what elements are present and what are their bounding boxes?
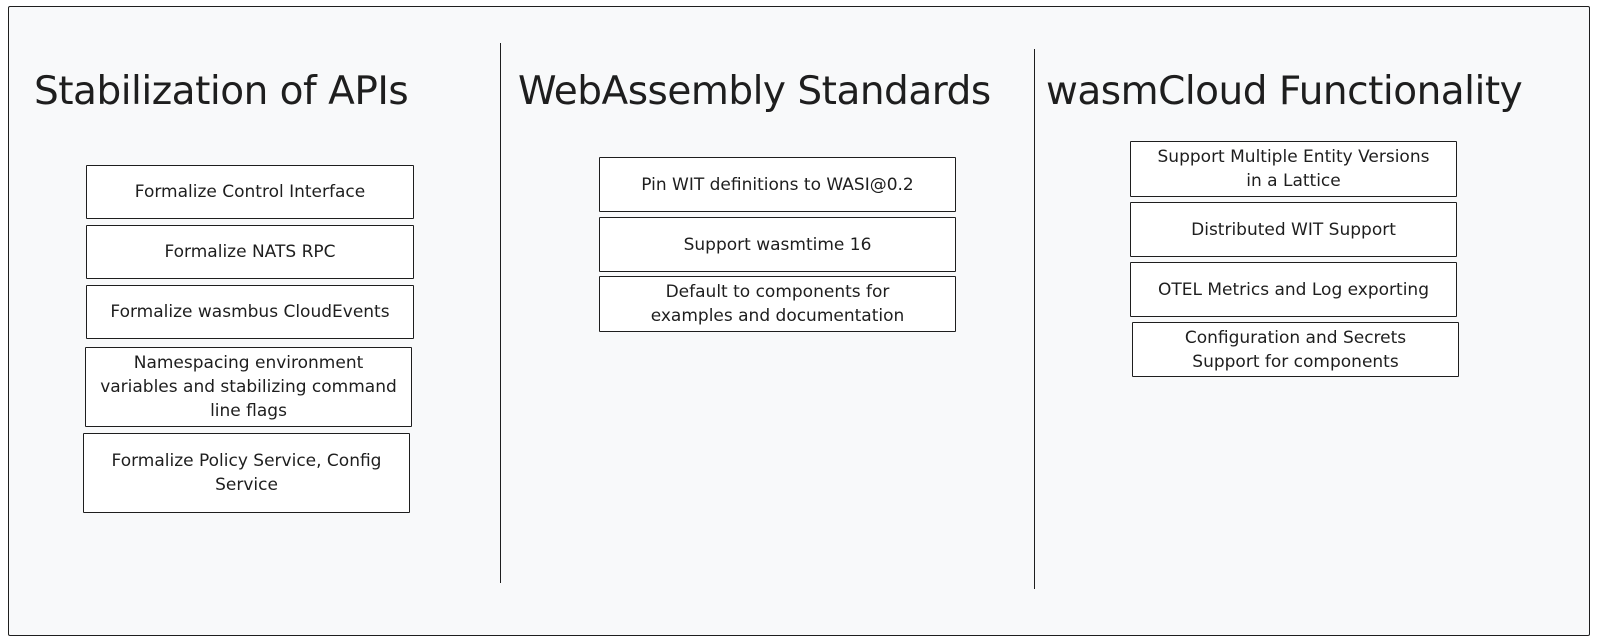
card-pin-wit-definitions[interactable]: Pin WIT definitions to WASI@0.2 [599,157,956,212]
card-label: Formalize Control Interface [134,182,366,202]
card-namespacing-environment-variables[interactable]: Namespacing environment variables and st… [85,347,412,427]
card-support-wasmtime-16[interactable]: Support wasmtime 16 [599,217,956,272]
card-formalize-nats-rpc[interactable]: Formalize NATS RPC [86,225,414,279]
card-label: Support wasmtime 16 [683,234,872,255]
column-title-wasmcloud-functionality: wasmCloud Functionality [1046,69,1523,114]
card-label: Formalize wasmbus CloudEvents [110,302,390,322]
card-default-to-components[interactable]: Default to components for examples and d… [599,276,956,332]
column-title-webassembly-standards: WebAssembly Standards [518,69,991,114]
card-label: Distributed WIT Support [1191,219,1396,240]
card-label: Formalize NATS RPC [164,242,336,262]
card-label: Support Multiple Entity Versions in a La… [1157,147,1430,191]
card-label: Configuration and Secrets Support for co… [1184,327,1407,372]
card-otel-metrics-and-log-exporting[interactable]: OTEL Metrics and Log exporting [1130,262,1457,317]
column-divider-1 [500,43,501,583]
card-label: Default to components for examples and d… [650,282,905,326]
card-label: Namespacing environment variables and st… [100,353,397,421]
card-formalize-policy-service[interactable]: Formalize Policy Service, Config Service [83,433,410,513]
card-support-multiple-entity-versions[interactable]: Support Multiple Entity Versions in a La… [1130,141,1457,197]
card-formalize-wasmbus-cloudevents[interactable]: Formalize wasmbus CloudEvents [86,285,414,339]
column-title-stabilization-of-apis: Stabilization of APIs [34,69,409,114]
card-label: Formalize Policy Service, Config Service [111,451,382,495]
card-formalize-control-interface[interactable]: Formalize Control Interface [86,165,414,219]
card-label: OTEL Metrics and Log exporting [1157,279,1429,300]
column-divider-2 [1034,49,1035,589]
card-label: Pin WIT definitions to WASI@0.2 [641,174,914,195]
card-configuration-and-secrets[interactable]: Configuration and Secrets Support for co… [1132,322,1459,377]
card-distributed-wit-support[interactable]: Distributed WIT Support [1130,202,1457,257]
